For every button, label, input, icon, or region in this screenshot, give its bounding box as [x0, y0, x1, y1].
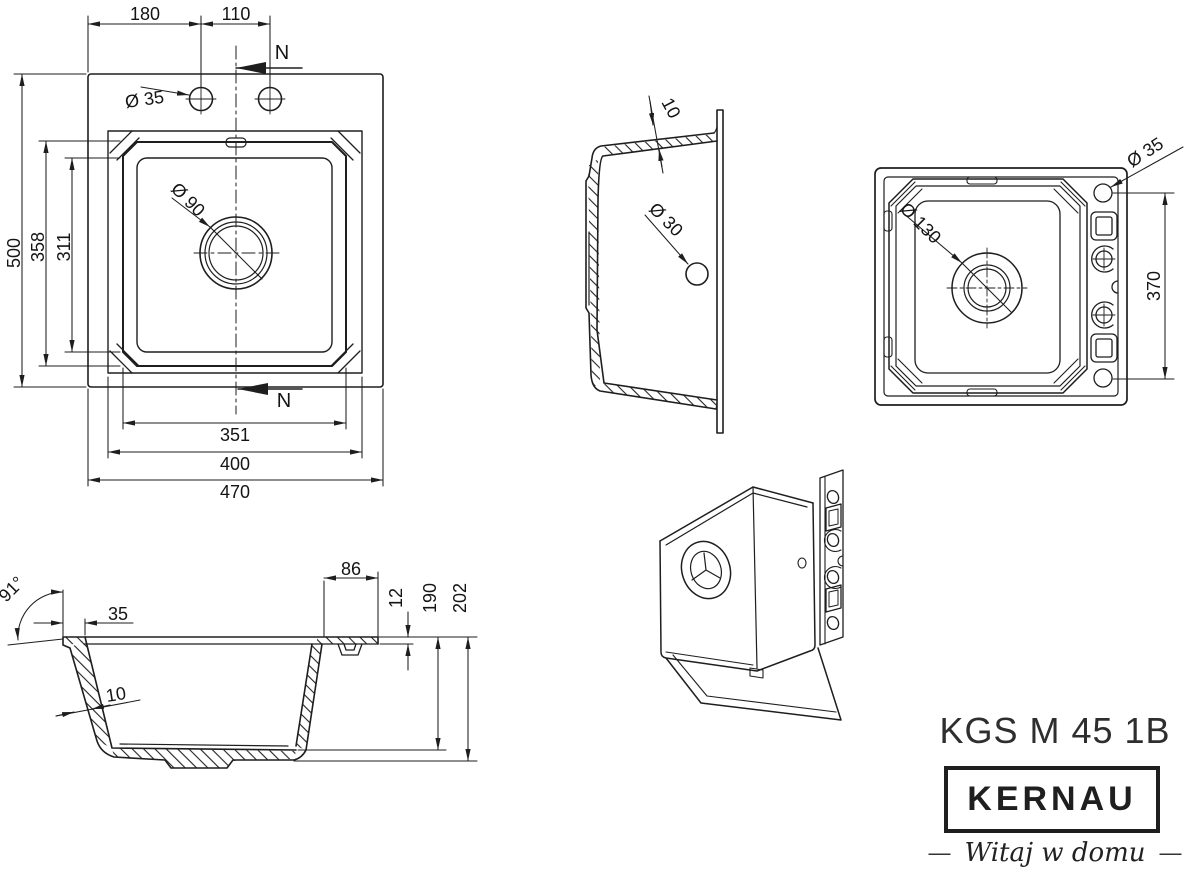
tap-hole-top: [1093, 183, 1113, 203]
dim-label-dia35-underside: Ø 35: [1123, 133, 1167, 171]
side-profile-view: [585, 109, 724, 434]
underside-view: [874, 167, 1128, 406]
dim-label-110: 110: [222, 4, 251, 24]
iso-drain: [680, 540, 732, 600]
dia90-leader: [171, 197, 211, 228]
section-outline: [62, 636, 379, 769]
underside-dimensions: [902, 146, 1184, 380]
bowl-profile-outline: [585, 126, 718, 410]
dia35-leader-underside: [1110, 146, 1184, 188]
dim-label-10-side: 10: [657, 94, 684, 121]
mounting-strip: [1090, 183, 1119, 388]
rim-plate-edge: [716, 109, 724, 434]
dim-label-400: 400: [220, 454, 250, 474]
tagline-text: Witaj w domu: [964, 838, 1146, 868]
bowl-bottom-edge: [136, 157, 333, 353]
dim-label-dia130: Ø 130: [896, 199, 945, 248]
iso-bowl-body: [659, 486, 816, 679]
overflow-channel-top: [1091, 245, 1114, 273]
section-dimensions: [7, 571, 478, 762]
model-number: KGS M 45 1B: [939, 710, 1171, 751]
isometric-view: [659, 469, 844, 721]
tap-hole-bottom: [1093, 368, 1113, 388]
iso-front-apron: [665, 647, 842, 721]
edge-clips: [883, 176, 998, 397]
dim-label-91deg: 91°: [0, 572, 28, 605]
brand-name: KERNAU: [967, 780, 1137, 818]
iso-bottom-clip: [749, 667, 764, 679]
bowl-top-edge: [888, 178, 1088, 394]
dim-label-86: 86: [341, 559, 361, 579]
top-plan-view: [87, 45, 384, 415]
bowl-underside: [914, 200, 1061, 374]
dim-label-358: 358: [28, 232, 48, 262]
dim-label-470: 470: [220, 482, 250, 502]
rim-corner-bevels: [109, 130, 361, 374]
dim-label-12: 12: [386, 588, 406, 608]
north-arrow-top: [235, 62, 303, 74]
cross-section-view: [62, 636, 379, 769]
brand-logo: KERNAU: [944, 766, 1160, 833]
tagline-dash-left: —: [928, 840, 951, 865]
tagline-dash-right: —: [1159, 840, 1182, 865]
dim-label-351: 351: [220, 425, 250, 445]
underside-corner-bevels: [890, 181, 1086, 391]
overflow-fitting: [337, 643, 363, 656]
dim-label-311: 311: [54, 233, 74, 262]
dim-label-190: 190: [420, 583, 440, 613]
drain-recess: [946, 247, 1028, 329]
clip-socket-top: [1090, 211, 1118, 241]
dim-label-35: 35: [108, 604, 128, 624]
clip-socket-bottom: [1090, 333, 1118, 363]
underside-inner-edge: [883, 176, 1119, 397]
north-label-bottom: N: [277, 390, 291, 412]
north-arrow-bottom: [237, 383, 303, 395]
dim-label-370: 370: [1144, 271, 1164, 301]
faucet-hole-right: [254, 83, 286, 115]
dia35-leader: [140, 86, 190, 96]
angle-arc-91: [14, 589, 64, 641]
iso-overflow-hole: [797, 557, 807, 569]
top-view-dimensions: [13, 15, 384, 487]
dia30-leader: [644, 214, 689, 265]
rim-outer-edge: [107, 130, 363, 374]
dia130-leader: [902, 212, 963, 264]
dim-label-dia35-top: Ø 35: [124, 87, 165, 112]
north-label-top: N: [275, 42, 289, 64]
dim-label-dia30: Ø 30: [645, 199, 687, 241]
underside-outer-edge: [874, 167, 1128, 406]
dim-label-500: 500: [4, 238, 24, 268]
dim-label-180: 180: [130, 4, 160, 24]
side-view-dimensions: [644, 95, 689, 265]
overflow-channel-bottom: [1091, 301, 1114, 329]
side-overflow-hole: [685, 262, 709, 286]
dim-label-10-wall: 10: [104, 683, 127, 706]
dim-label-202: 202: [450, 583, 470, 613]
rim-inner-edge: [122, 141, 347, 367]
brand-tagline: — Witaj w domu —: [922, 838, 1188, 868]
faucet-hole-left: [185, 83, 217, 115]
iso-mounting-plate: [819, 469, 844, 646]
